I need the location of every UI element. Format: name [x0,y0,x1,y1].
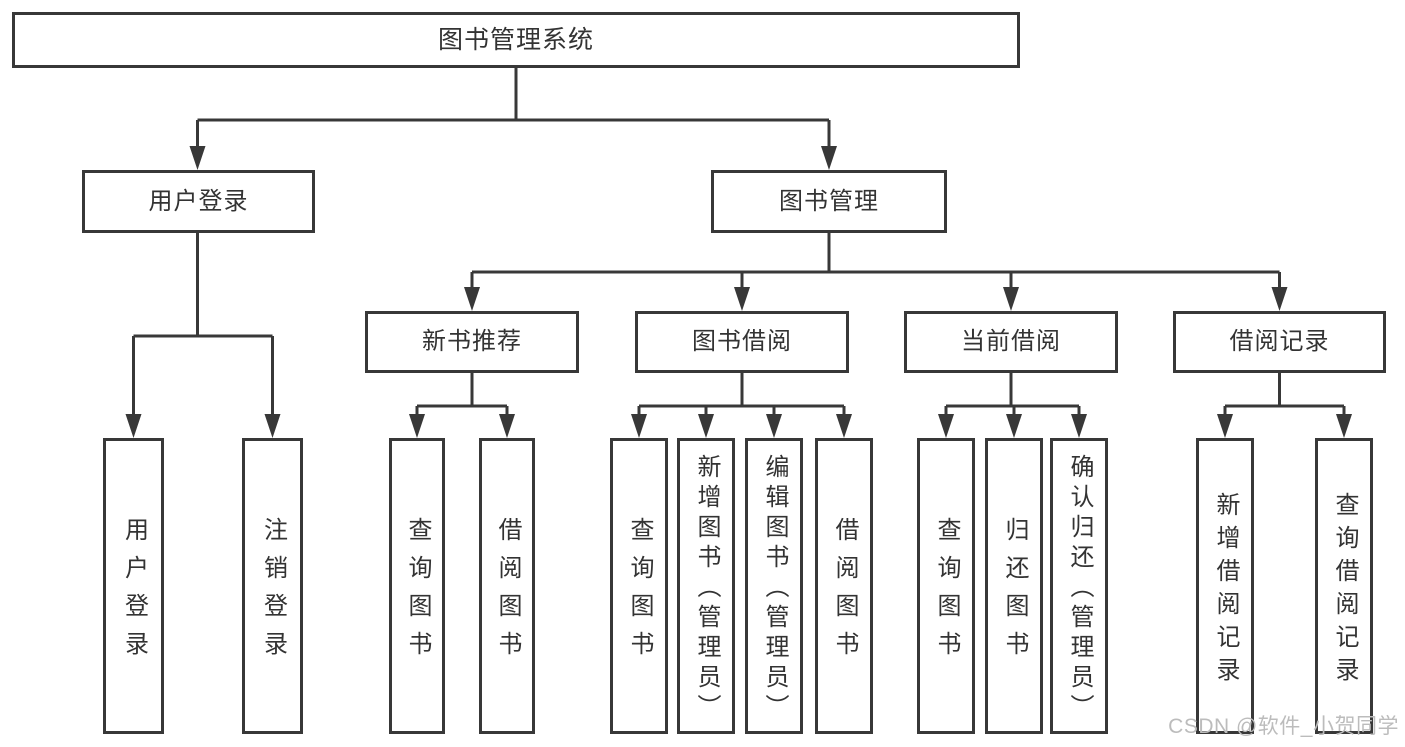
leaf-borrow-book-recommend-label: 借阅图书 [494,517,521,669]
arrow-down-icon [698,414,714,438]
leaf-query-borrow-record-label: 查询借阅记录 [1331,491,1358,690]
leaf-add-book-admin-label: 新增图书（管理员） [693,454,720,724]
leaf-user-login-label: 用户登录 [120,517,148,669]
leaf-edit-book-admin: 编辑图书（管理员） [745,438,803,734]
node-user-login: 用户登录 [82,170,315,233]
node-user-login-label: 用户登录 [148,187,249,215]
node-book-borrow: 图书借阅 [635,311,849,373]
node-borrow-record: 借阅记录 [1173,311,1386,373]
leaf-add-borrow-record: 新增借阅记录 [1196,438,1254,734]
arrow-down-icon [1003,287,1019,311]
edge-current-to-leaves [944,373,1081,422]
csdn-watermark: CSDN @软件_小贺同学 [1168,715,1399,738]
leaf-borrow-book-recommend: 借阅图书 [479,438,535,734]
arrow-down-icon [938,414,954,438]
node-current-borrow-label: 当前借阅 [961,328,1061,355]
arrow-down-icon [631,414,647,438]
arrow-down-icon [264,414,281,438]
arrow-down-icon [125,414,142,438]
leaf-query-book-current-label: 查询图书 [933,517,960,669]
node-library-system-label: 图书管理系统 [437,25,594,54]
leaf-add-book-admin: 新增图书（管理员） [677,438,735,734]
node-borrow-record-label: 借阅记录 [1229,328,1330,355]
arrow-down-icon [409,414,425,438]
arrow-down-icon [1006,414,1022,438]
leaf-query-book-borrow: 查询图书 [610,438,668,734]
leaf-return-book-label: 归还图书 [1001,517,1028,669]
leaf-query-borrow-record: 查询借阅记录 [1315,438,1373,734]
node-new-book-recommend: 新书推荐 [365,311,579,373]
leaf-add-borrow-record-label: 新增借阅记录 [1212,491,1239,690]
arrow-down-icon [499,414,515,438]
arrow-down-icon [734,287,750,311]
edge-newrec-to-leaves [415,373,509,422]
arrow-down-icon [1271,287,1288,311]
node-book-management: 图书管理 [711,170,947,233]
edge-bookmgmt-to-level3 [470,233,1281,295]
edge-root-to-level2 [196,68,831,150]
arrow-down-icon [836,414,852,438]
leaf-edit-book-admin-label: 编辑图书（管理员） [761,454,788,724]
node-current-borrow: 当前借阅 [904,311,1118,373]
arrow-down-icon [766,414,782,438]
leaf-confirm-return-admin-label: 确认归还（管理员） [1066,454,1093,724]
leaf-logout-login: 注销登录 [242,438,303,734]
arrow-down-icon [1217,414,1233,438]
leaf-confirm-return-admin: 确认归还（管理员） [1050,438,1108,734]
edge-bookborrow-to-leaves [637,373,846,422]
leaf-query-book-recommend-label: 查询图书 [404,517,431,669]
arrow-down-icon [1071,414,1087,438]
arrow-down-icon [1336,414,1352,438]
leaf-borrow-book: 借阅图书 [815,438,873,734]
leaf-borrow-book-label: 借阅图书 [831,517,858,669]
node-new-book-recommend-label: 新书推荐 [422,328,522,355]
leaf-query-book-current: 查询图书 [917,438,975,734]
edge-userlogin-to-leaves [132,233,274,421]
leaf-query-book-recommend: 查询图书 [389,438,445,734]
edge-record-to-leaves [1223,373,1346,422]
node-library-system: 图书管理系统 [12,12,1020,68]
leaf-query-book-borrow-label: 查询图书 [626,517,653,669]
arrow-down-icon [189,146,206,170]
arrow-down-icon [821,146,837,170]
leaf-logout-login-label: 注销登录 [259,517,287,669]
node-book-management-label: 图书管理 [779,187,879,215]
arrow-down-icon [464,287,480,311]
leaf-return-book: 归还图书 [985,438,1043,734]
leaf-user-login: 用户登录 [103,438,164,734]
node-book-borrow-label: 图书借阅 [692,328,792,355]
